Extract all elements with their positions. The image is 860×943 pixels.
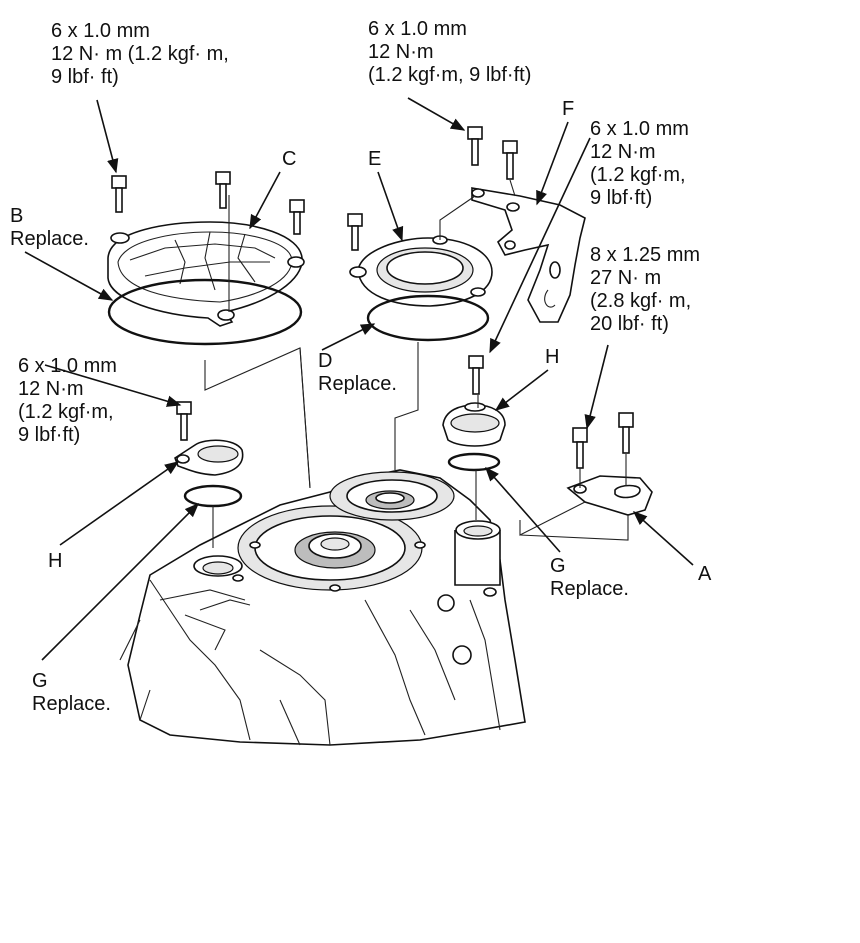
part-label-h-left: H [48,550,63,572]
part-label-a: A [698,563,712,585]
torque-spec-top-left: 6 x 1.0 mm 12 N· m (1.2 kgf· m, 9 lbf· f… [51,20,229,88]
part-label-g-left: G Replace. [32,670,111,715]
o-ring-d [366,294,490,342]
cover-h-right [442,402,506,447]
cover-h-left [174,439,244,476]
cover-e [349,235,493,307]
torque-spec-right-lower: 8 x 1.25 mm 27 N· m (2.8 kgf· m, 20 lbf·… [590,244,701,335]
part-label-e: E [368,148,382,170]
o-ring-b [107,278,303,346]
cover-c [107,221,305,327]
o-ring-g-left [183,484,243,508]
bracket-a [566,475,653,516]
torque-spec-left: 6 x 1.0 mm 12 N·m (1.2 kgf·m, 9 lbf·ft) [18,355,117,446]
transmission-housing [119,469,526,746]
leader-arrows [24,97,694,661]
part-label-d: D Replace. [318,350,397,395]
part-label-c: C [282,148,297,170]
o-ring-g-right [447,452,501,472]
torque-spec-top-middle: 6 x 1.0 mm 12 N·m (1.2 kgf·m, 9 lbf·ft) [368,18,532,86]
part-label-h-right: H [545,346,560,368]
bracket-f [471,187,586,323]
alignment-lines [204,179,629,548]
bolts [111,126,634,469]
part-label-g-right: G Replace. [550,555,629,600]
part-label-b: B Replace. [10,205,89,250]
part-label-f: F [562,98,575,120]
torque-spec-right-upper: 6 x 1.0 mm 12 N·m (1.2 kgf·m, 9 lbf·ft) [590,118,689,209]
